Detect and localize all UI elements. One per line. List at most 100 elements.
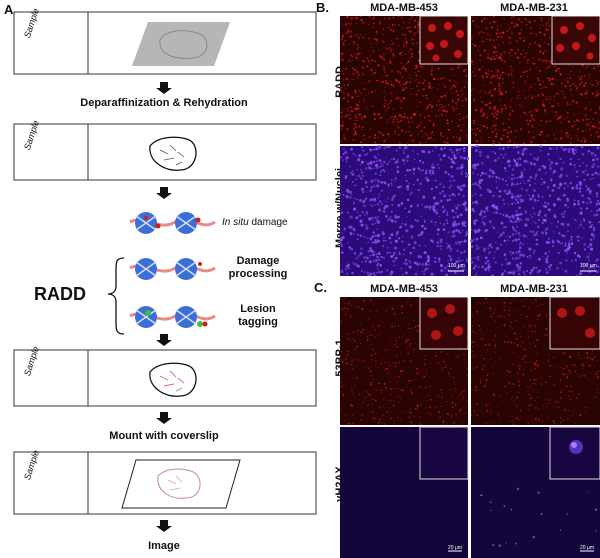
speckle-dot (425, 134, 428, 136)
speckle-dot (423, 363, 426, 365)
speckle-dot (352, 72, 355, 76)
speckle-dot (559, 182, 563, 186)
speckle-dot (498, 196, 500, 198)
speckle-dot (353, 207, 357, 211)
speckle-dot (483, 247, 487, 251)
speckle-dot (559, 242, 562, 245)
speckle-dot (597, 359, 599, 362)
speckle-dot (483, 32, 486, 34)
speckle-dot (539, 145, 542, 147)
speckle-dot (447, 122, 450, 125)
speckle-dot (457, 257, 460, 260)
speckle-dot (580, 262, 584, 266)
speckle-dot (422, 88, 425, 91)
speckle-dot (569, 70, 572, 73)
speckle-dot (463, 86, 466, 88)
speckle-dot (452, 376, 455, 379)
speckle-dot (385, 349, 387, 351)
speckle-dot (405, 62, 408, 65)
speckle-dot (527, 59, 530, 61)
speckle-dot (448, 79, 451, 82)
speckle-dot (423, 251, 427, 255)
panel-c-53bp1-dots-2 (470, 297, 600, 425)
speckle-dot (405, 229, 409, 233)
speckle-dot (368, 148, 372, 151)
speckle-dot (376, 157, 379, 160)
speckle-dot (545, 406, 547, 408)
speckle-dot (553, 84, 555, 86)
speckle-dot (348, 113, 351, 116)
speckle-dot (503, 301, 505, 303)
speckle-dot (366, 57, 368, 60)
speckle-dot (475, 244, 478, 247)
speckle-dot (591, 349, 593, 352)
speckle-dot (352, 68, 354, 70)
speckle-dot (426, 255, 430, 258)
speckle-dot (397, 388, 399, 390)
speckle-dot (486, 76, 488, 78)
speckle-dot (524, 79, 526, 81)
speckle-dot (394, 130, 396, 133)
speckle-dot (344, 87, 346, 89)
speckle-dot (391, 196, 395, 200)
speckle-dot (463, 268, 465, 270)
speckle-dot (377, 113, 381, 116)
panel-c-scale-1: 20 μm (448, 545, 462, 551)
speckle-dot (403, 262, 406, 265)
speckle-dot (579, 181, 583, 184)
speckle-dot (507, 146, 510, 149)
speckle-dot (571, 260, 573, 262)
speckle-dot (340, 391, 341, 393)
speckle-dot (489, 343, 490, 345)
speckle-dot (361, 149, 365, 152)
speckle-dot (564, 204, 567, 207)
speckle-dot (477, 388, 479, 391)
speckle-dot (377, 197, 379, 199)
speckle-dot (419, 101, 422, 104)
speckle-dot (475, 356, 477, 358)
speckle-dot (361, 117, 364, 120)
speckle-dot (389, 215, 392, 218)
speckle-dot (391, 325, 393, 328)
speckle-dot (458, 241, 461, 244)
speckle-dot (535, 406, 537, 408)
speckle-dot (488, 190, 492, 194)
speckle-dot (392, 53, 395, 56)
speckle-dot (369, 370, 372, 373)
speckle-dot (576, 89, 578, 92)
radd-label: RADD (34, 284, 86, 304)
speckle-dot (410, 224, 413, 227)
speckle-dot (457, 125, 460, 128)
speckle-dot (378, 192, 380, 195)
speckle-dot (362, 99, 365, 101)
speckle-dot (431, 110, 433, 112)
speckle-dot (460, 203, 463, 206)
speckle-dot (486, 307, 488, 309)
speckle-dot (518, 243, 521, 246)
speckle-dot (378, 270, 381, 274)
speckle-dot (445, 242, 448, 245)
speckle-dot (410, 48, 413, 51)
speckle-dot (429, 362, 432, 365)
speckle-dot (580, 220, 582, 223)
speckle-dot (420, 121, 423, 124)
speckle-dot (515, 136, 517, 138)
speckle-dot (571, 415, 573, 417)
speckle-dot (421, 135, 423, 137)
speckle-dot (487, 268, 491, 272)
speckle-dot (519, 163, 522, 166)
speckle-dot (559, 366, 561, 369)
speckle-dot (566, 101, 569, 104)
speckle-dot (461, 240, 464, 243)
speckle-dot (586, 263, 589, 266)
panel-b-merge-dots-2 (469, 144, 600, 276)
speckle-dot (532, 301, 534, 303)
speckle-dot (454, 383, 456, 385)
speckle-dot (480, 355, 482, 357)
speckle-dot (548, 417, 550, 419)
speckle-dot (542, 59, 545, 62)
speckle-dot (503, 366, 505, 368)
speckle-dot (341, 38, 344, 41)
speckle-dot (529, 161, 533, 165)
speckle-dot (509, 309, 511, 312)
